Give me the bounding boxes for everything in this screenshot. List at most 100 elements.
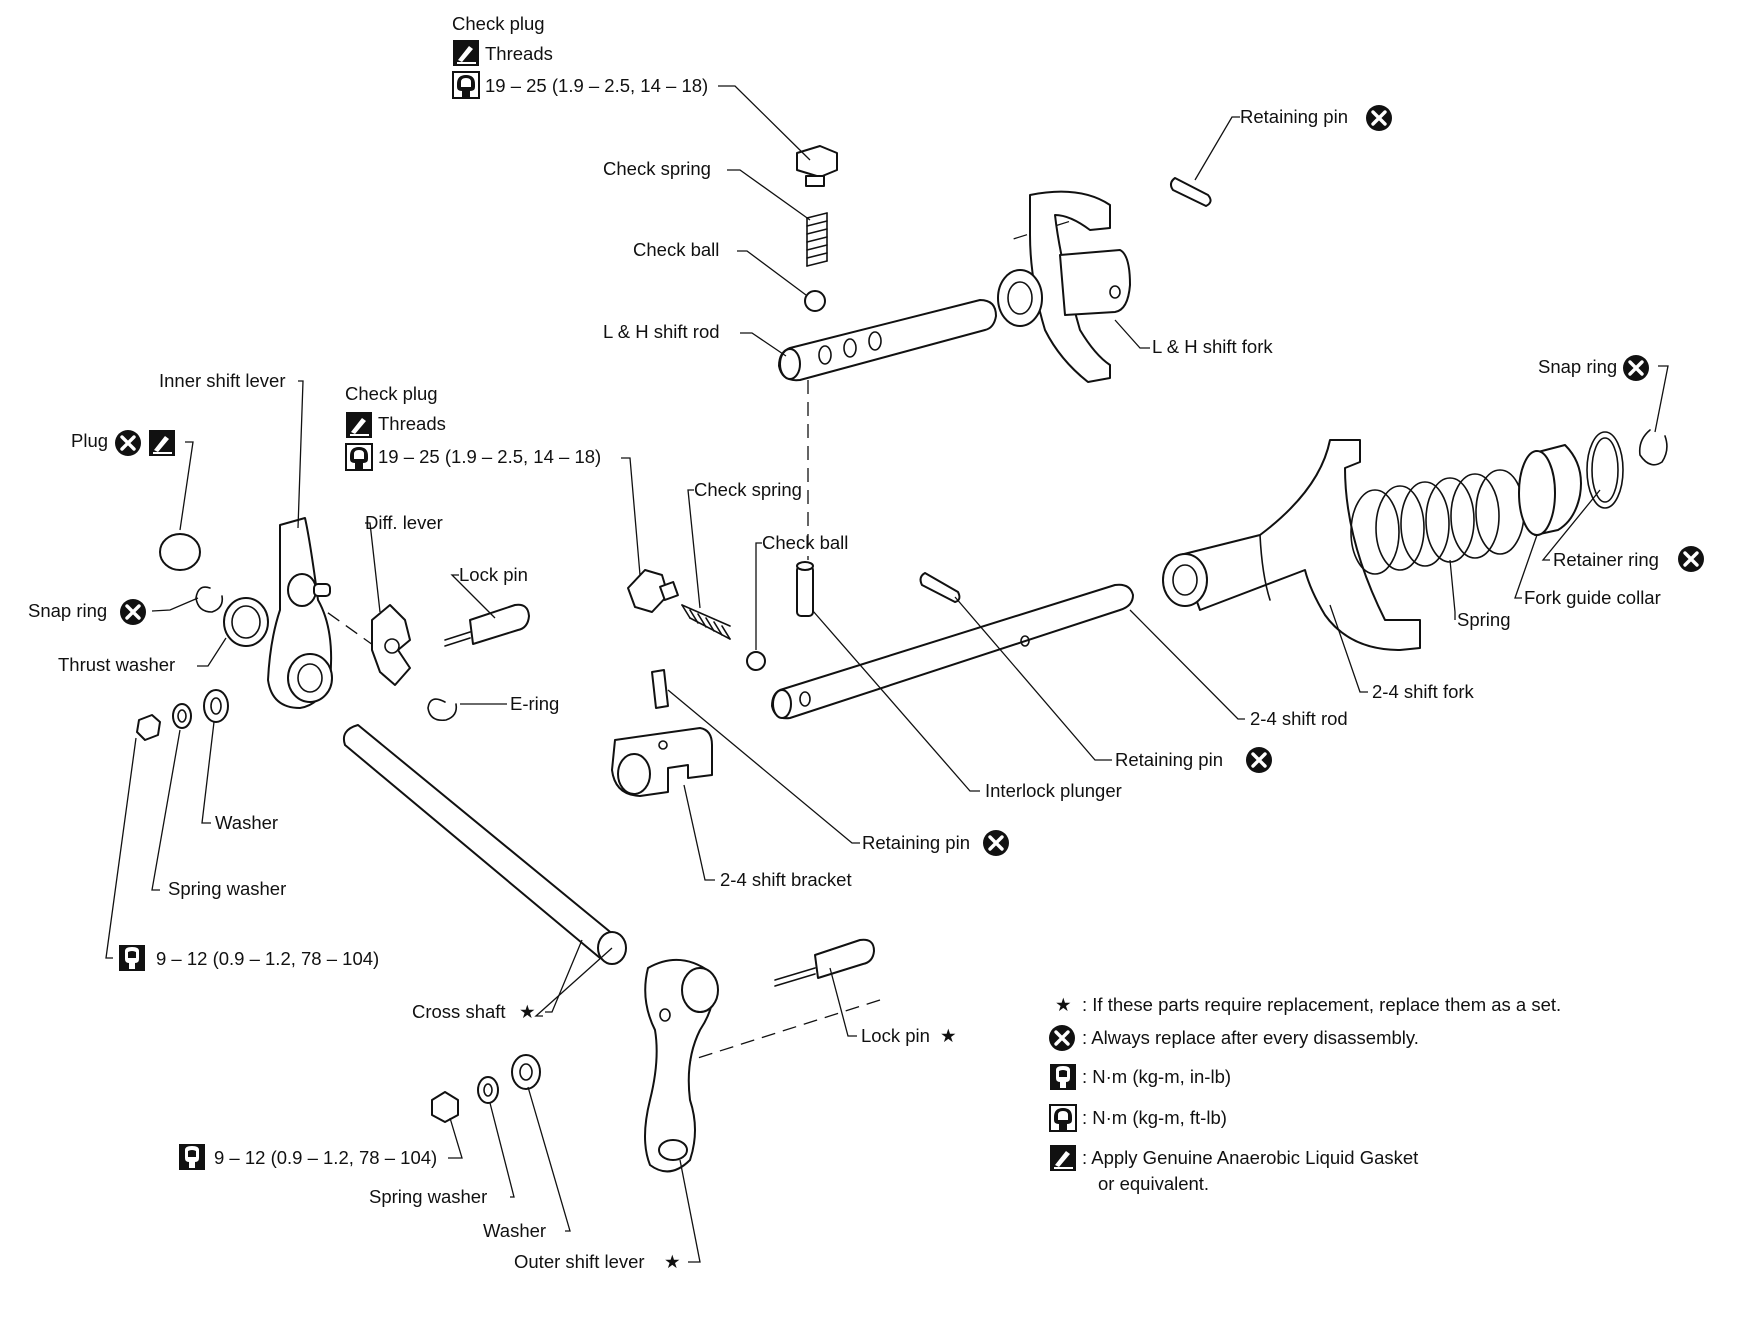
star-icon: ★ bbox=[664, 1251, 681, 1272]
diff-lever bbox=[371, 604, 411, 686]
fork-guide-collar bbox=[1518, 444, 1582, 536]
label-torque-bottom: 9 – 12 (0.9 – 1.2, 78 – 104) bbox=[214, 1147, 437, 1168]
label-shift-bracket-24: 2-4 shift bracket bbox=[720, 869, 852, 890]
label-outer-shift-lever: Outer shift lever bbox=[514, 1251, 645, 1272]
labels-layer: Check plug Threads 19 – 25 (1.9 – 2.5, 1… bbox=[28, 13, 1661, 1272]
label-retaining-pin-mid: Retaining pin bbox=[1115, 749, 1223, 770]
label-washer-left: Washer bbox=[215, 812, 278, 833]
legend-star-text: : If these parts require replacement, re… bbox=[1082, 994, 1561, 1015]
outer-shift-lever bbox=[644, 958, 719, 1173]
label-lock-pin-upper: Lock pin bbox=[459, 564, 528, 585]
legend-torque-in-lb-text: : N·m (kg-m, in-lb) bbox=[1082, 1066, 1231, 1087]
label-inner-shift-lever: Inner shift lever bbox=[159, 370, 285, 391]
retainer-ring bbox=[1586, 431, 1624, 509]
check-plug-top bbox=[796, 145, 838, 187]
x-circle-icon bbox=[119, 598, 147, 626]
label-check-spring-top: Check spring bbox=[603, 158, 711, 179]
label-spring-washer-bottom: Spring washer bbox=[369, 1186, 487, 1207]
gasket-apply-icon bbox=[1049, 1144, 1077, 1172]
snap-ring-left bbox=[195, 586, 224, 613]
check-ball-top bbox=[804, 290, 826, 312]
label-snap-ring-left: Snap ring bbox=[28, 600, 107, 621]
plug-left bbox=[159, 533, 201, 571]
label-check-plug-top: Check plug bbox=[452, 13, 545, 34]
label-check-ball-top: Check ball bbox=[633, 239, 719, 260]
label-retainer-ring: Retainer ring bbox=[1553, 549, 1659, 570]
label-retaining-pin-top: Retaining pin bbox=[1240, 106, 1348, 127]
label-check-spring-mid: Check spring bbox=[694, 479, 802, 500]
label-shift-fork-24: 2-4 shift fork bbox=[1372, 681, 1475, 702]
label-retaining-pin-low: Retaining pin bbox=[862, 832, 970, 853]
x-circle-icon bbox=[1048, 1024, 1076, 1052]
label-snap-ring-right: Snap ring bbox=[1538, 356, 1617, 377]
gasket-apply-icon bbox=[345, 411, 373, 439]
torque-wrench-solid-icon bbox=[119, 945, 145, 971]
check-plug-mid bbox=[627, 569, 679, 613]
star-icon: ★ bbox=[1055, 994, 1072, 1015]
x-circle-icon bbox=[1622, 354, 1650, 382]
label-plug: Plug bbox=[71, 430, 108, 451]
shift-bracket-24 bbox=[611, 727, 713, 797]
spring-coil bbox=[1350, 469, 1525, 575]
spring-washer-left bbox=[172, 703, 192, 729]
shift-fork-24 bbox=[1162, 439, 1421, 651]
washer-left bbox=[203, 689, 229, 723]
washer-bottom bbox=[511, 1054, 541, 1090]
label-lh-shift-fork: L & H shift fork bbox=[1152, 336, 1273, 357]
x-circle-icon bbox=[1365, 104, 1393, 132]
parts-layer bbox=[136, 145, 1668, 1173]
label-fork-guide-collar: Fork guide collar bbox=[1524, 587, 1661, 608]
x-circle-icon bbox=[1677, 545, 1705, 573]
torque-wrench-open-icon bbox=[452, 71, 480, 99]
label-lh-shift-rod: L & H shift rod bbox=[603, 321, 720, 342]
lh-shift-rod bbox=[778, 299, 997, 382]
retaining-pin-top bbox=[1169, 177, 1212, 207]
label-threads-top: Threads bbox=[485, 43, 553, 64]
legend-torque-ft-lb-text: : N·m (kg-m, ft-lb) bbox=[1082, 1107, 1227, 1128]
label-diff-lever: Diff. lever bbox=[365, 512, 443, 533]
label-check-plug-mid: Check plug bbox=[345, 383, 438, 404]
legend-replace-text: : Always replace after every disassembly… bbox=[1082, 1027, 1419, 1048]
label-torque-mid: 19 – 25 (1.9 – 2.5, 14 – 18) bbox=[378, 446, 601, 467]
check-ball-mid bbox=[746, 651, 766, 671]
snap-ring-right bbox=[1638, 429, 1668, 466]
label-threads-mid: Threads bbox=[378, 413, 446, 434]
check-spring-top bbox=[806, 212, 828, 267]
check-spring-mid bbox=[681, 604, 731, 640]
label-washer-bottom: Washer bbox=[483, 1220, 546, 1241]
interlock-plunger bbox=[796, 561, 814, 617]
inner-shift-lever bbox=[267, 517, 333, 709]
x-circle-icon bbox=[1245, 746, 1273, 774]
torque-wrench-solid-icon bbox=[1050, 1064, 1076, 1090]
star-icon: ★ bbox=[519, 1001, 536, 1022]
nut-left bbox=[136, 714, 161, 741]
lock-pin-lower bbox=[774, 938, 875, 987]
label-cross-shaft: Cross shaft bbox=[412, 1001, 506, 1022]
torque-wrench-open-icon bbox=[1049, 1104, 1077, 1132]
label-thrust-washer: Thrust washer bbox=[58, 654, 175, 675]
gasket-apply-icon bbox=[452, 39, 480, 67]
thrust-washer bbox=[223, 597, 269, 647]
label-interlock-plunger: Interlock plunger bbox=[985, 780, 1122, 801]
label-torque-top: 19 – 25 (1.9 – 2.5, 14 – 18) bbox=[485, 75, 708, 96]
gasket-apply-icon bbox=[148, 429, 176, 457]
spring-washer-bottom bbox=[477, 1076, 499, 1104]
label-lock-pin-lower: Lock pin bbox=[861, 1025, 930, 1046]
star-icon: ★ bbox=[940, 1025, 957, 1046]
e-ring bbox=[427, 698, 458, 722]
retaining-pin-mid bbox=[919, 572, 961, 603]
legend-gasket-text-line1: : Apply Genuine Anaerobic Liquid Gasket bbox=[1082, 1147, 1418, 1168]
lh-shift-fork bbox=[997, 190, 1131, 383]
nut-bottom bbox=[431, 1091, 459, 1123]
label-check-ball-mid: Check ball bbox=[762, 532, 848, 553]
torque-wrench-solid-icon bbox=[179, 1144, 205, 1170]
cross-shaft bbox=[342, 724, 627, 965]
legend-gasket-text-line2: or equivalent. bbox=[1098, 1173, 1209, 1194]
legend: ★ : If these parts require replacement, … bbox=[1048, 994, 1561, 1194]
label-spring-washer-left: Spring washer bbox=[168, 878, 286, 899]
label-spring: Spring bbox=[1457, 609, 1510, 630]
x-circle-icon bbox=[114, 429, 142, 457]
label-shift-rod-24: 2-4 shift rod bbox=[1250, 708, 1348, 729]
lock-pin-upper bbox=[444, 603, 530, 647]
